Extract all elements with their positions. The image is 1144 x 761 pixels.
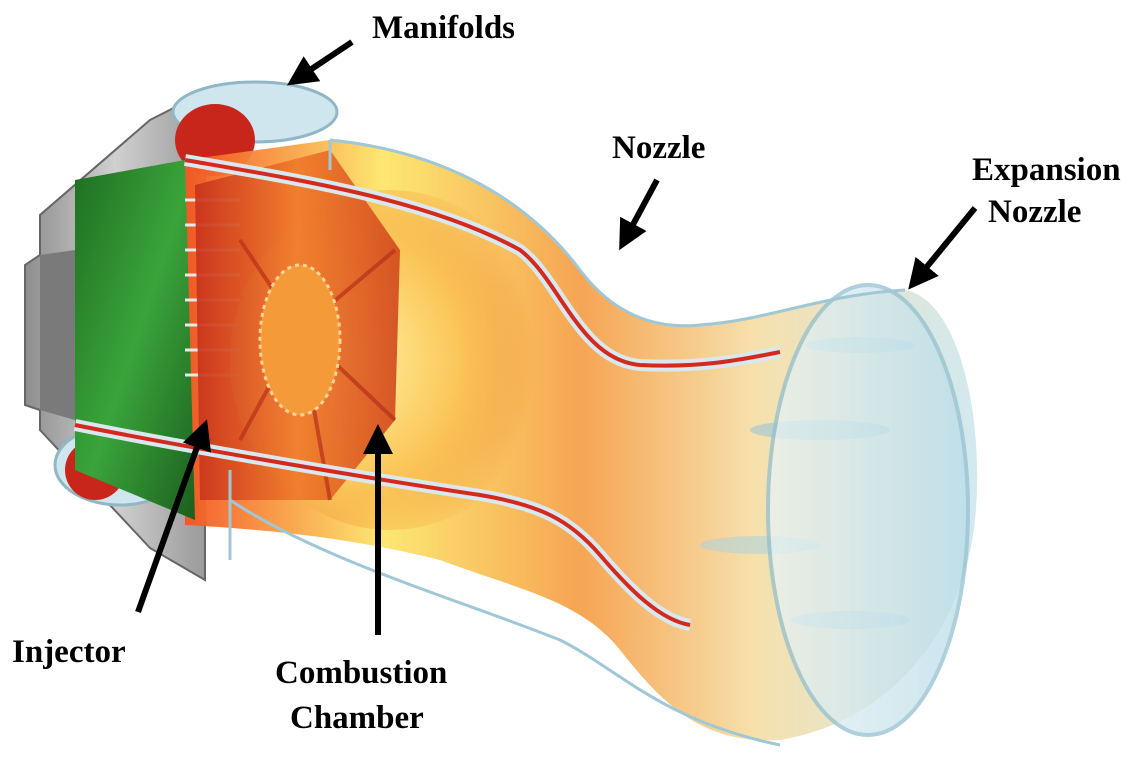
label-combustion-chamber-line1: Combustion	[275, 655, 447, 691]
label-combustion-chamber-line2: Chamber	[290, 700, 424, 736]
injector-center	[260, 265, 340, 415]
expansion-nozzle-exit	[768, 285, 968, 735]
label-expansion-nozzle-line1: Expansion	[972, 152, 1121, 188]
arrow-manifolds	[292, 42, 352, 82]
arrow-expansion-nozzle	[912, 208, 975, 285]
arrow-nozzle	[622, 180, 657, 245]
label-manifolds: Manifolds	[372, 10, 515, 46]
injector-plate	[75, 160, 195, 520]
label-nozzle: Nozzle	[612, 130, 705, 166]
label-injector: Injector	[12, 634, 126, 670]
label-expansion-nozzle-line2: Nozzle	[988, 194, 1081, 230]
